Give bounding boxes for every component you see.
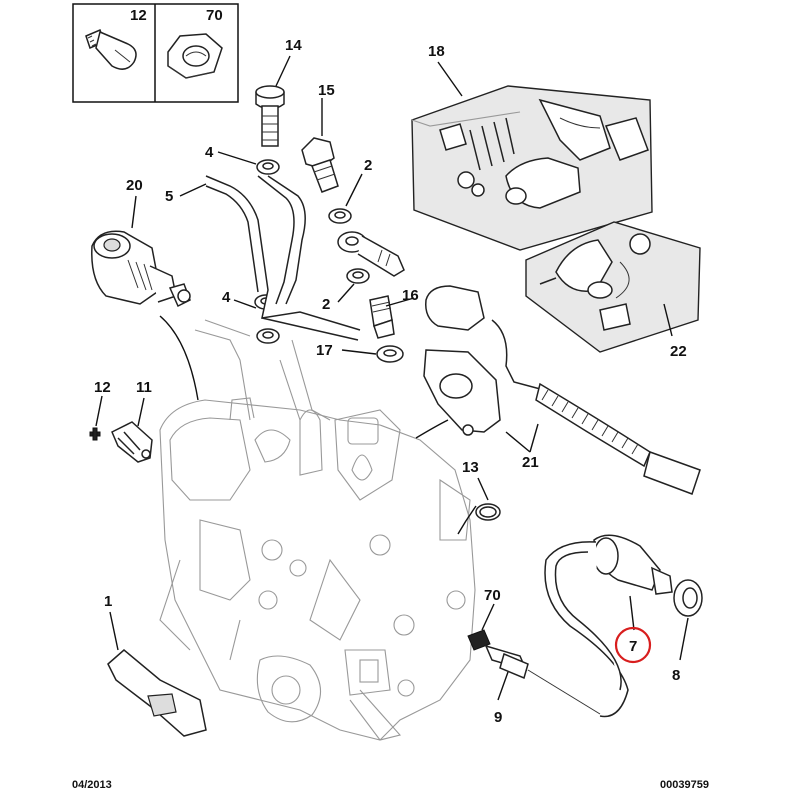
fuel-pipe-5 bbox=[205, 175, 361, 341]
inset-label-70: 70 bbox=[206, 7, 223, 24]
callout-7: 7 bbox=[629, 638, 637, 655]
callout-14: 14 bbox=[285, 37, 302, 54]
callout-21: 21 bbox=[522, 454, 539, 471]
footer-reference: 00039759 bbox=[660, 779, 709, 791]
highlight-ring-7 bbox=[614, 626, 652, 664]
washer-17 bbox=[376, 345, 404, 363]
inset-label-12: 12 bbox=[130, 7, 147, 24]
washer-8 bbox=[673, 579, 703, 617]
callout-5: 5 bbox=[165, 188, 173, 205]
callout-15: 15 bbox=[318, 82, 335, 99]
callout-4-lower: 4 bbox=[222, 289, 231, 306]
lever-1 bbox=[107, 649, 207, 737]
banjo-fitting bbox=[337, 231, 405, 277]
o-ring-13 bbox=[475, 503, 501, 521]
banjo-bolt-14 bbox=[255, 85, 285, 147]
copper-washer-2-upper bbox=[328, 208, 352, 224]
callout-17: 17 bbox=[316, 342, 333, 359]
washer-4-upper bbox=[256, 159, 280, 175]
kit-18 bbox=[411, 85, 653, 251]
callout-20: 20 bbox=[126, 177, 143, 194]
injection-pump-body bbox=[159, 319, 476, 741]
callout-22: 22 bbox=[670, 343, 687, 360]
footer-date: 04/2013 bbox=[72, 779, 112, 791]
callout-2-upper: 2 bbox=[364, 157, 372, 174]
callout-18: 18 bbox=[428, 43, 445, 60]
valve-16 bbox=[369, 295, 395, 339]
stop-solenoid-20 bbox=[91, 230, 191, 308]
callout-4-upper: 4 bbox=[205, 144, 214, 161]
callout-labels: 14 15 4 5 20 2 2 16 17 4 18 22 21 13 12 … bbox=[94, 37, 687, 726]
nut-70-icon bbox=[167, 33, 223, 79]
callout-1: 1 bbox=[104, 593, 112, 610]
callout-8: 8 bbox=[672, 667, 680, 684]
callout-9: 9 bbox=[494, 709, 502, 726]
copper-washer-2-lower bbox=[346, 268, 370, 284]
pin-12-icon bbox=[89, 427, 101, 441]
inset-box-12-70: 12 70 bbox=[72, 3, 239, 103]
callout-11: 11 bbox=[136, 379, 152, 396]
sensor-9 bbox=[484, 644, 601, 715]
kit-22 bbox=[525, 221, 701, 353]
callout-12: 12 bbox=[94, 379, 111, 396]
callout-2-lower: 2 bbox=[322, 296, 330, 313]
bracket-11 bbox=[111, 421, 153, 463]
screw-12-icon bbox=[85, 28, 137, 70]
leader-lines bbox=[95, 55, 689, 701]
callout-16: 16 bbox=[402, 287, 419, 304]
sensor-21 bbox=[423, 285, 701, 495]
nut-70 bbox=[467, 629, 491, 651]
callout-13: 13 bbox=[462, 459, 479, 476]
callout-70: 70 bbox=[484, 587, 501, 604]
sensor-7 bbox=[544, 534, 673, 718]
bolt-15 bbox=[301, 137, 339, 193]
